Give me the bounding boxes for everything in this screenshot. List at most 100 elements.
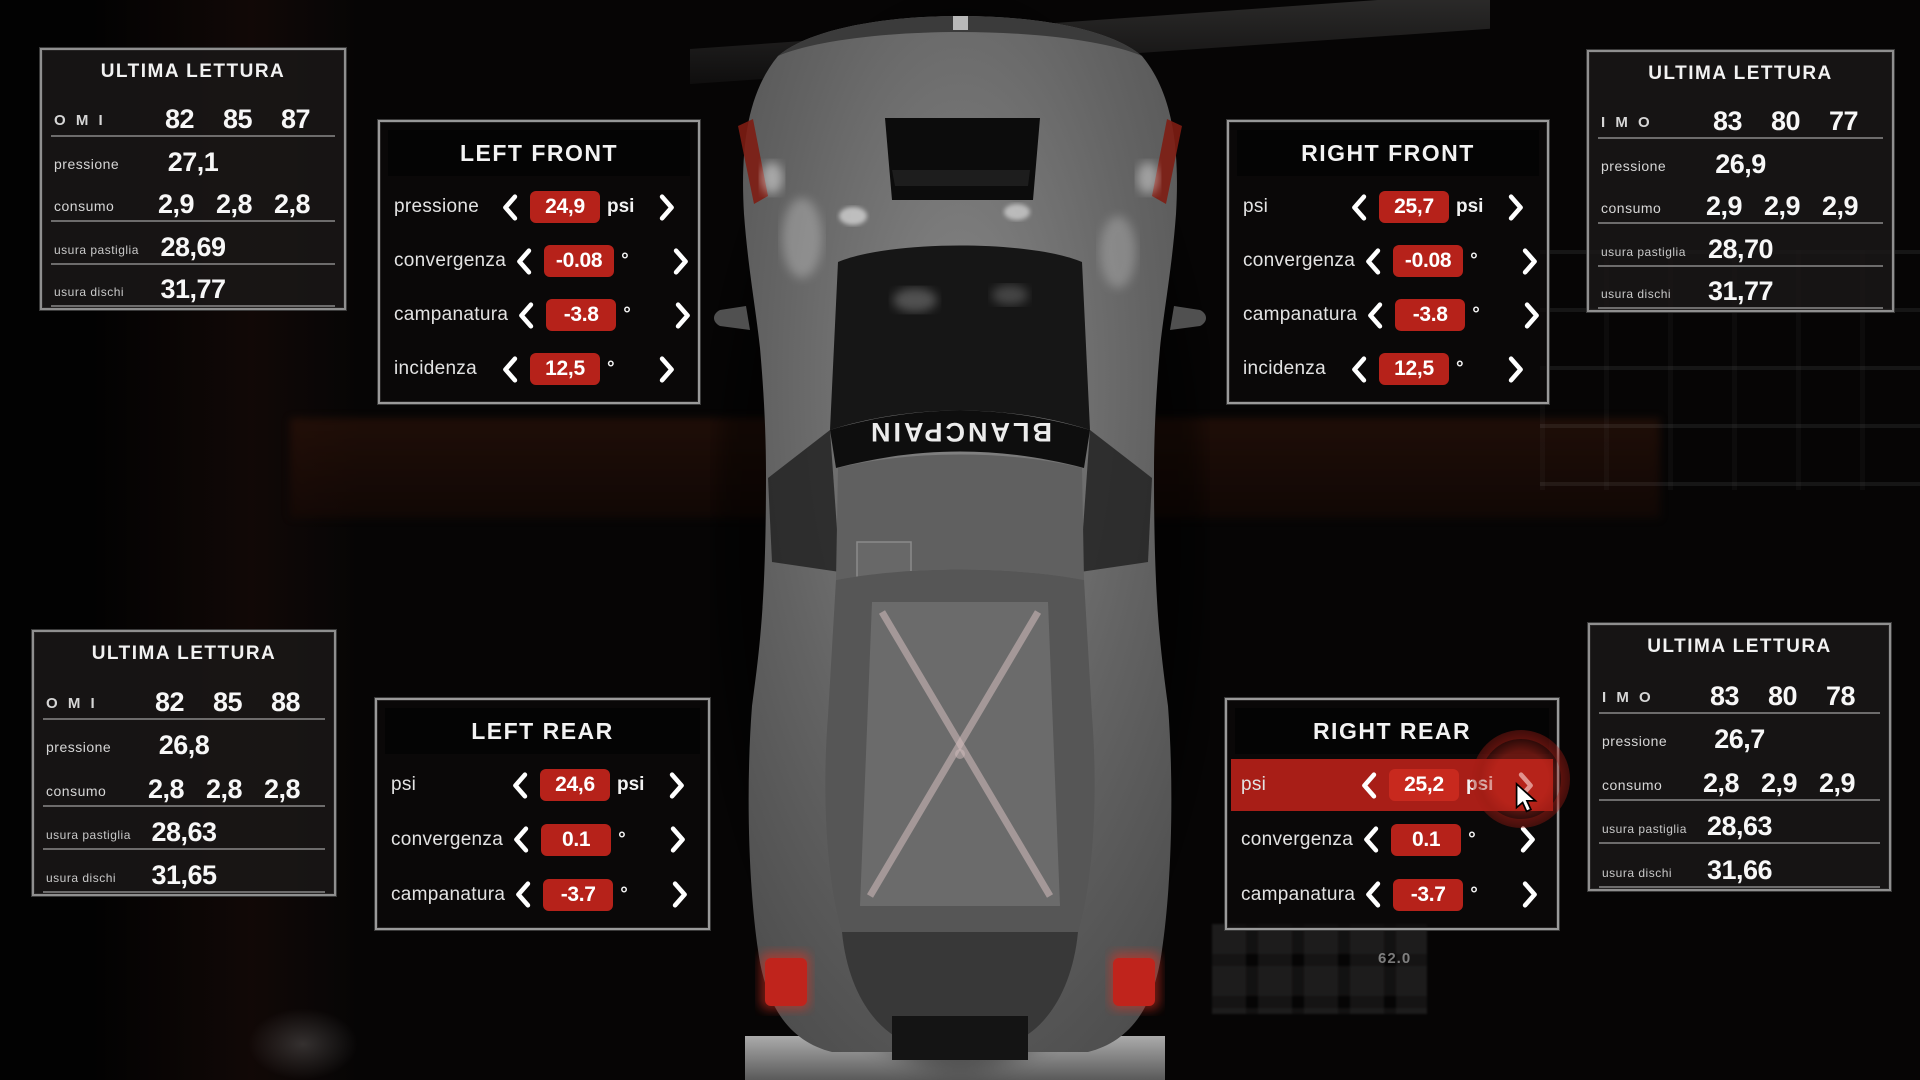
pit-board-readout: 62.0 xyxy=(1378,950,1412,967)
increase-button[interactable] xyxy=(1515,296,1549,334)
chevron-left-icon xyxy=(1367,301,1382,329)
value-chip: 25,7 xyxy=(1379,191,1449,223)
decrease-button[interactable] xyxy=(1355,876,1389,914)
glass-reflection-2 xyxy=(992,285,1028,305)
decrease-button[interactable] xyxy=(492,350,526,388)
increase-button[interactable] xyxy=(1499,350,1533,388)
value-chip: 25,2 xyxy=(1389,769,1459,802)
tread-label: O M I xyxy=(46,695,98,713)
pad-wear-row: usura pastiglia 28,63 xyxy=(1590,802,1889,846)
consumption-value-3: 2,8 xyxy=(273,189,311,220)
value-chip: -0.08 xyxy=(1393,245,1464,277)
consumption-row: consumo 2,8 2,8 2,8 xyxy=(34,764,334,807)
value-chip: -0.08 xyxy=(544,245,615,277)
last-reading-panel-rear-right: ULTIMA LETTURA I M O 83 80 78 pressione … xyxy=(1588,623,1891,891)
increase-button[interactable] xyxy=(1499,188,1533,226)
increase-button[interactable] xyxy=(650,188,684,226)
decrease-button[interactable] xyxy=(1355,242,1389,280)
value-unit: ° xyxy=(1470,883,1478,905)
increase-button[interactable] xyxy=(1509,766,1543,804)
disc-wear-row: usura dischi 31,77 xyxy=(1589,268,1892,310)
tread-temp-middle: 80 xyxy=(1770,106,1801,137)
increase-button[interactable] xyxy=(663,876,697,914)
decrease-button[interactable] xyxy=(506,242,540,280)
pad-wear-value: 28,63 xyxy=(151,816,217,847)
decrease-button[interactable] xyxy=(503,821,537,859)
tread-temp-inner: 83 xyxy=(1709,680,1740,711)
decrease-button[interactable] xyxy=(492,188,526,226)
value-unit: psi xyxy=(1456,196,1484,217)
increase-button[interactable] xyxy=(1511,821,1545,859)
increase-button[interactable] xyxy=(666,296,700,334)
row-label: pressione xyxy=(394,196,480,217)
left-headlight-glint xyxy=(761,162,783,194)
roof-marker xyxy=(953,16,968,30)
glass-reflection-1 xyxy=(893,288,937,312)
increase-button[interactable] xyxy=(664,242,698,280)
tread-temp-outer: 78 xyxy=(1825,680,1856,711)
value-unit: ° xyxy=(607,358,615,379)
rear-diffuser xyxy=(892,1016,1028,1060)
chevron-right-icon xyxy=(1508,355,1523,383)
disc-wear-row: usura dischi 31,66 xyxy=(1590,845,1889,889)
chevron-right-icon xyxy=(1520,826,1535,854)
chevron-right-icon xyxy=(1508,193,1523,221)
tread-temp-inner: 87 xyxy=(280,104,311,135)
consumption-row: consumo 2,9 2,9 2,9 xyxy=(1589,183,1892,225)
value-unit: ° xyxy=(618,828,626,850)
tread-temps-row: I M O 83 80 77 xyxy=(1589,98,1892,140)
value-chip: -3.8 xyxy=(1395,299,1466,331)
row-label: psi xyxy=(391,774,417,796)
value-unit: ° xyxy=(621,250,629,271)
increase-button[interactable] xyxy=(661,821,695,859)
setup-row-camber: campanatura -3.8° xyxy=(1229,289,1547,341)
decrease-button[interactable] xyxy=(1341,350,1375,388)
tread-temp-outer: 82 xyxy=(164,104,195,135)
decrease-button[interactable] xyxy=(508,296,542,334)
consumption-label: consumo xyxy=(54,198,115,215)
tread-temp-middle: 85 xyxy=(222,104,253,135)
race-car-top-view: BLANCPAIN xyxy=(714,10,1206,1070)
panel-title: ULTIMA LETTURA xyxy=(100,61,286,82)
panel-title: ULTIMA LETTURA xyxy=(1647,636,1832,657)
decrease-button[interactable] xyxy=(505,876,539,914)
chevron-left-icon xyxy=(502,355,517,383)
decrease-button[interactable] xyxy=(1341,188,1375,226)
decrease-button[interactable] xyxy=(502,766,536,804)
value-unit: psi xyxy=(617,774,645,796)
decrease-button[interactable] xyxy=(1357,296,1391,334)
hood-reflection-right xyxy=(1100,216,1136,288)
increase-button[interactable] xyxy=(1513,876,1547,914)
decrease-button[interactable] xyxy=(1351,766,1385,804)
pressure-value: 26,8 xyxy=(158,730,210,761)
setup-row-toe: convergenza 0.1° xyxy=(1227,814,1557,866)
value-unit: ° xyxy=(620,883,628,905)
light-glint-left xyxy=(839,207,867,225)
increase-button[interactable] xyxy=(660,766,694,804)
row-label: campanatura xyxy=(391,883,506,905)
floor-light-streak xyxy=(248,1008,358,1080)
pad-wear-value: 28,69 xyxy=(160,231,226,262)
pressure-row: pressione 27,1 xyxy=(42,138,344,180)
chevron-left-icon xyxy=(513,826,528,854)
increase-button[interactable] xyxy=(650,350,684,388)
disc-wear-label: usura dischi xyxy=(1601,287,1672,302)
chevron-left-icon xyxy=(1363,826,1378,854)
pad-wear-row: usura pastiglia 28,63 xyxy=(34,808,334,851)
decrease-button[interactable] xyxy=(1353,821,1387,859)
value-chip: 0.1 xyxy=(1391,823,1462,856)
tread-label: I M O xyxy=(1601,114,1653,132)
panel-title: RIGHT FRONT xyxy=(1237,130,1539,176)
increase-button[interactable] xyxy=(1513,242,1547,280)
row-label: convergenza xyxy=(1243,250,1356,271)
chevron-left-icon xyxy=(502,193,517,221)
value-unit: psi xyxy=(1466,774,1494,796)
value-chip: 24,9 xyxy=(530,191,600,223)
row-label: convergenza xyxy=(391,828,504,850)
consumption-value-1: 2,9 xyxy=(157,189,195,220)
left-taillight xyxy=(765,958,807,1006)
deck-strap-2 xyxy=(866,610,1042,898)
